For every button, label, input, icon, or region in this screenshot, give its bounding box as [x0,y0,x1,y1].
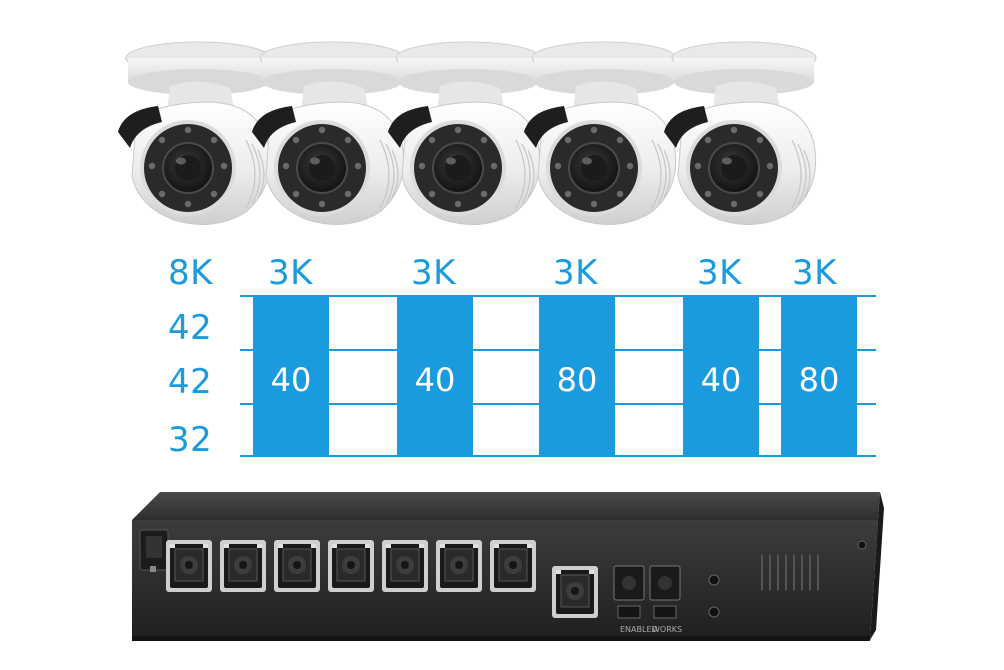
bullet-camera-icon [117,41,271,226]
poe-port-icon[interactable] [489,539,537,593]
recorder-small-label: ENABLED [620,625,658,634]
poe-port-icon[interactable] [219,539,267,593]
chart-category-label: 3K [553,253,598,293]
chart-bar [683,296,759,456]
poe-port-icon[interactable] [165,539,213,593]
poe-port-icon[interactable] [381,539,429,593]
screw-icon [708,606,720,618]
chart-bar [781,296,857,456]
recorder-top [132,492,880,520]
bullet-camera-icon [387,41,541,226]
poe-port-icon[interactable] [273,539,321,593]
chart-bar [539,296,615,456]
chart-row-label: 42 [168,362,213,402]
uplink-port-2[interactable] [649,565,681,601]
bar-value-label: 80 [556,361,598,399]
poe-port-icon[interactable] [551,565,599,619]
chart-bar [253,296,329,456]
chart-category-label: 3K [792,253,837,293]
chart-bar [397,296,473,456]
chart-row-label: 42 [168,308,213,348]
screw-icon [857,540,867,550]
bullet-camera-icon [251,41,405,226]
screw-icon [708,574,720,586]
chart-corner-label: 8K [168,253,213,293]
chart-category-label: 3K [697,253,742,293]
chart-category-label: 3K [268,253,313,293]
network-video-recorder-icon: ENABLED WORKS [132,492,884,641]
uplink-port-1[interactable] [613,565,645,601]
recorder-small-label: WORKS [652,625,682,634]
poe-port-icon[interactable] [435,539,483,593]
vent-grille [761,555,819,590]
bar-value-label: 40 [270,361,312,399]
poe-port-icon[interactable] [327,539,375,593]
chart-row-label: 32 [168,420,213,460]
bullet-camera-icon [523,41,677,226]
bar-value-label: 80 [798,361,840,399]
bar-value-label: 40 [700,361,742,399]
chart-category-label: 3K [411,253,456,293]
bar-value-label: 40 [414,361,456,399]
bullet-camera-icon [663,41,817,226]
